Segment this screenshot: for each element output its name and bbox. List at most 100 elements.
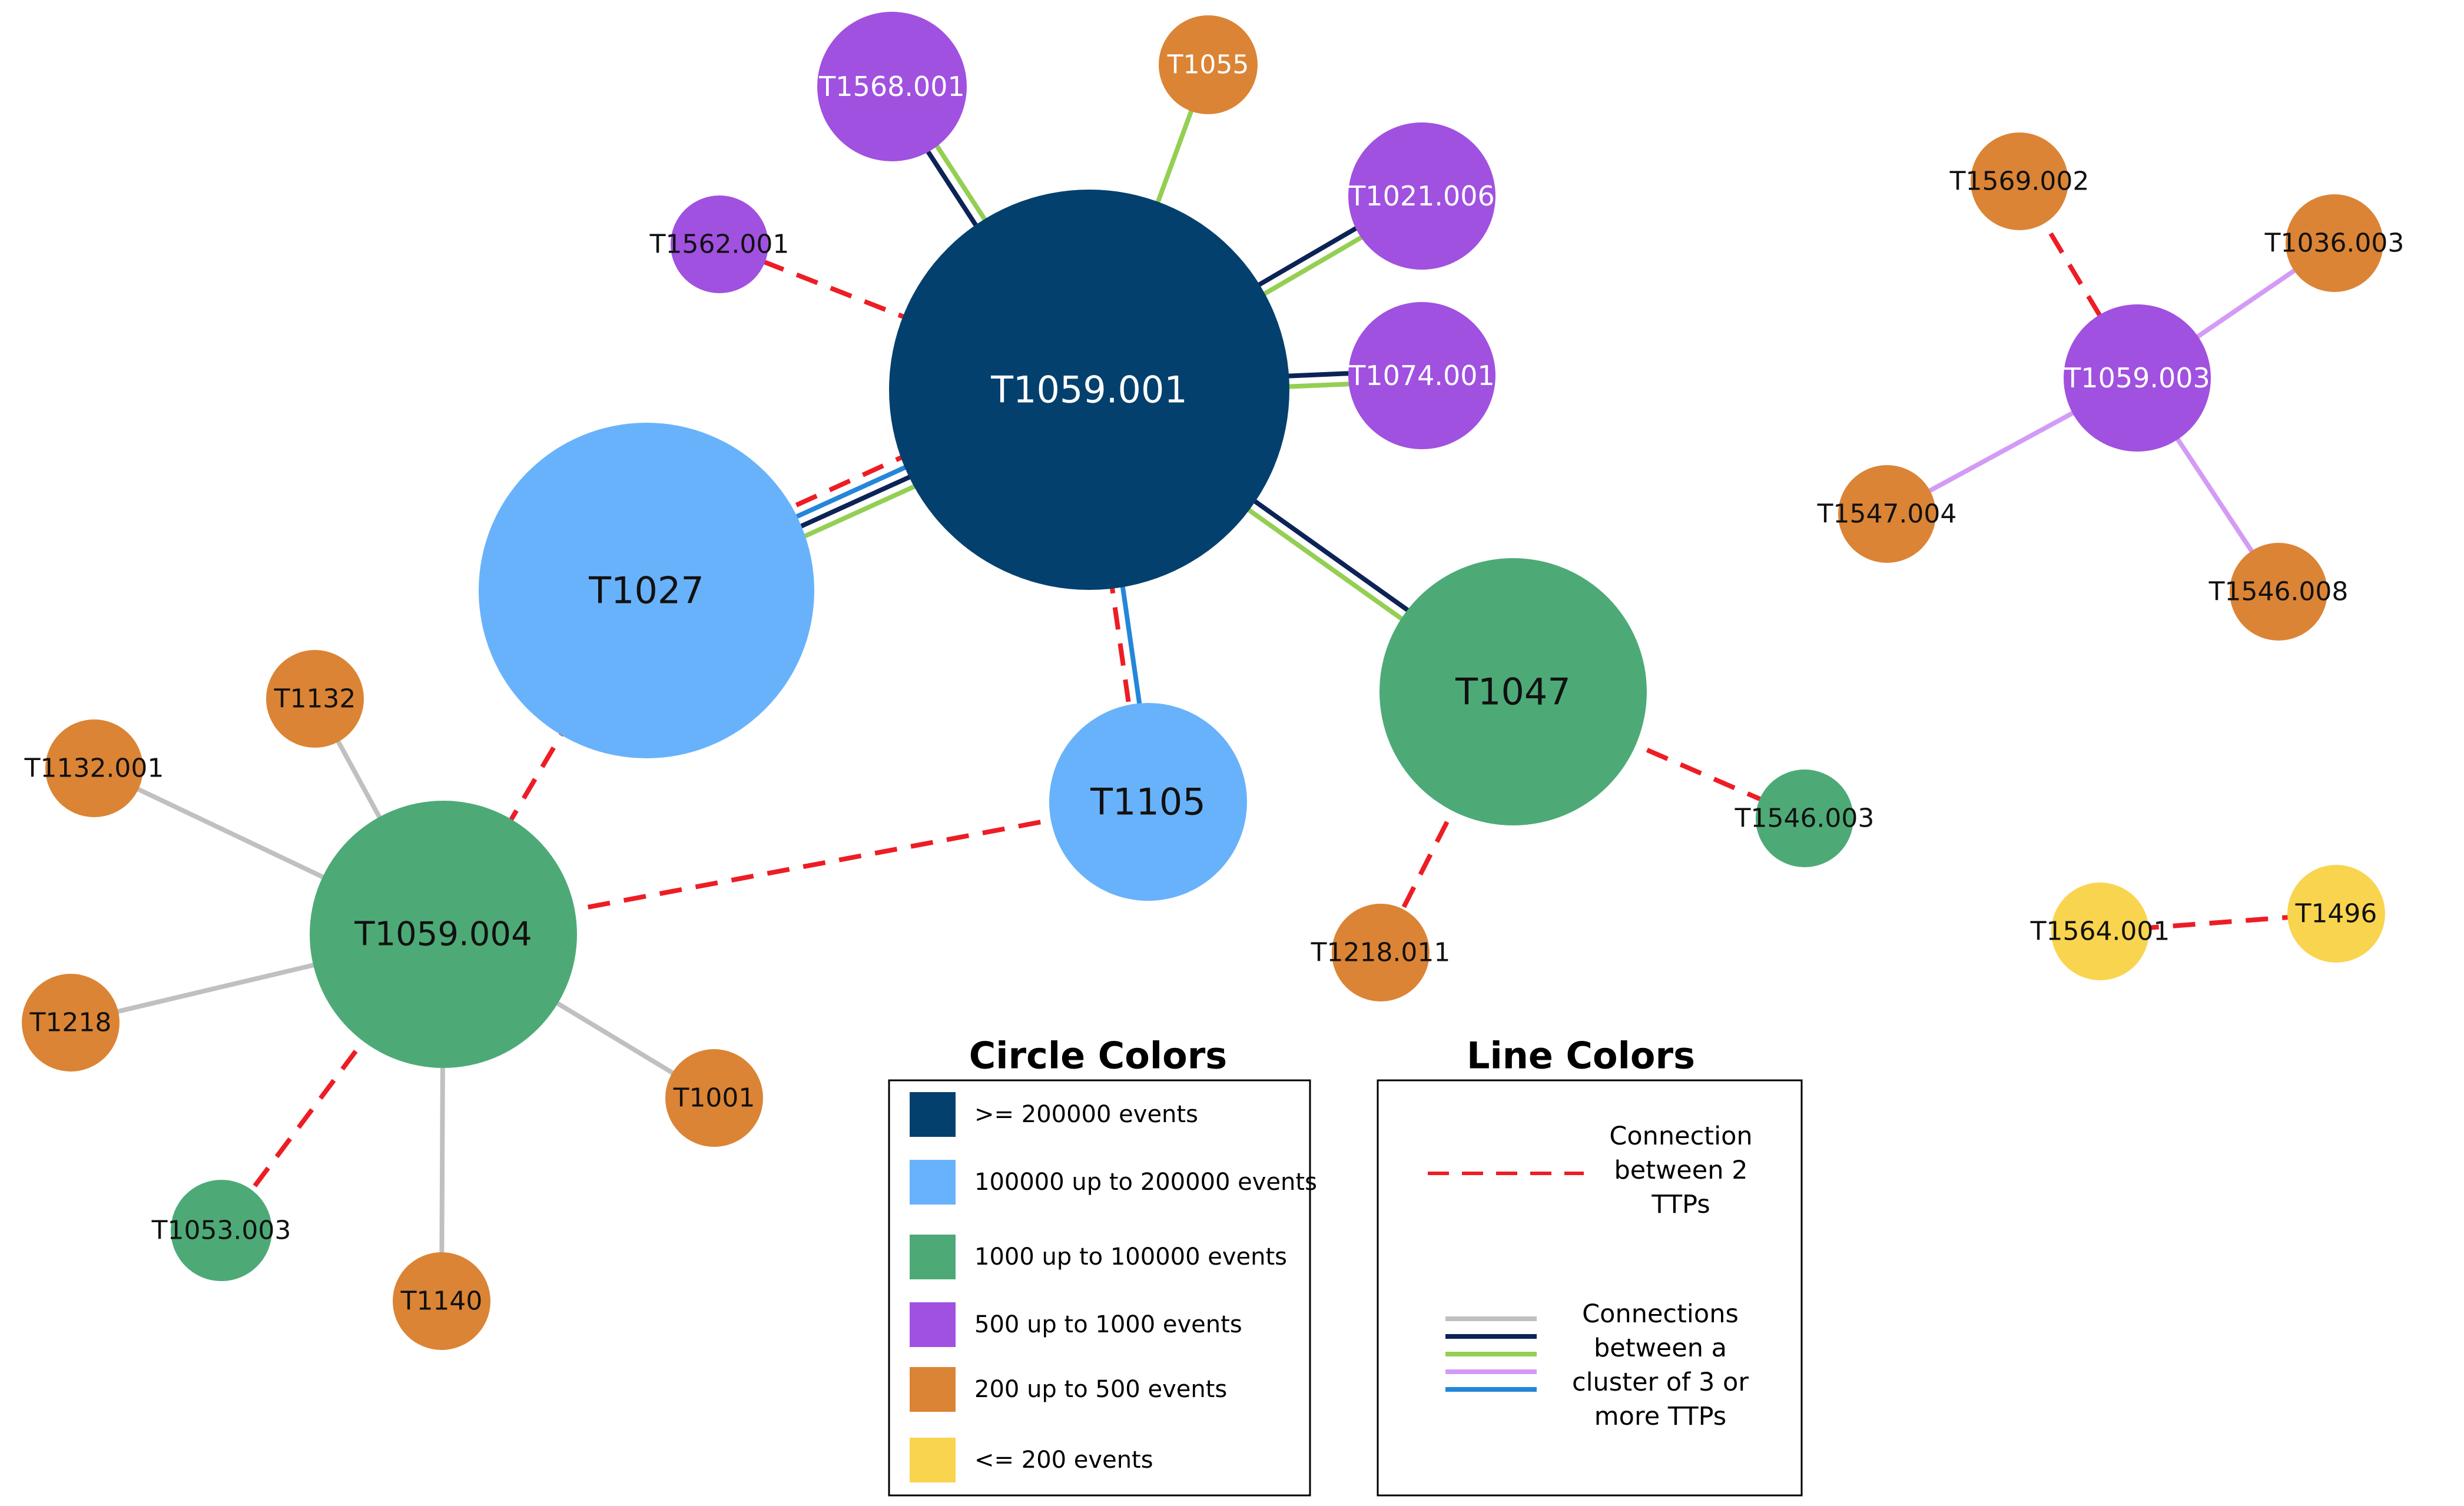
node-circle-T1001	[665, 1049, 763, 1147]
node-label-T1047: T1047	[1455, 671, 1571, 714]
node-label-T1569.002: T1569.002	[1949, 167, 2090, 197]
node-circle-T1059.003	[2064, 304, 2211, 452]
node-circle-T1047	[1379, 558, 1647, 825]
node-label-T1562.001: T1562.001	[649, 230, 790, 260]
node-label-T1105: T1105	[1090, 781, 1206, 824]
node-circle-T1059.004	[310, 801, 577, 1068]
circle-legend-swatch-1	[910, 1160, 956, 1205]
node-T1001: T1001	[665, 1049, 763, 1147]
node-circle-T1059.001	[889, 190, 1289, 590]
node-circle-T1105	[1049, 703, 1247, 901]
node-circle-T1027	[479, 423, 814, 758]
circle-legend-label-5: <= 200 events	[974, 1447, 1153, 1474]
node-label-T1053.003: T1053.003	[151, 1216, 291, 1246]
node-label-T1021.006: T1021.006	[1348, 180, 1495, 212]
circle-legend-label-2: 1000 up to 100000 events	[974, 1243, 1287, 1271]
node-circle-T1074.001	[1348, 302, 1495, 449]
node-T1021.006: T1021.006	[1348, 122, 1495, 270]
node-T1140: T1140	[393, 1252, 490, 1350]
pair-connection-line-2: between 2	[1614, 1156, 1748, 1185]
node-label-T1140: T1140	[400, 1286, 483, 1316]
node-circle-T1053.003	[171, 1180, 272, 1281]
line-colors-legend: Line Colors Connection between 2 TTPs Co…	[1377, 1034, 1803, 1497]
cluster-connection-line-3: cluster of 3 or	[1572, 1368, 1749, 1397]
node-T1564.001: T1564.001	[2030, 883, 2170, 980]
line-legend-title: Line Colors	[1467, 1034, 1695, 1077]
node-label-T1218: T1218	[29, 1008, 112, 1038]
pair-connection-line-1: Connection	[1609, 1122, 1752, 1151]
node-label-T1059.003: T1059.003	[2064, 362, 2210, 394]
node-T1132: T1132	[266, 650, 364, 748]
node-T1059.001: T1059.001	[889, 190, 1289, 590]
node-circle-T1132	[266, 650, 364, 748]
circle-legend-swatch-0	[910, 1092, 956, 1137]
node-circle-T1562.001	[671, 195, 768, 293]
node-T1059.003: T1059.003	[2064, 304, 2211, 452]
node-circle-T1218.011	[1332, 904, 1430, 1001]
circle-legend-label-4: 200 up to 500 events	[974, 1376, 1227, 1403]
node-T1546.008: T1546.008	[2208, 543, 2349, 641]
edge-pair-T1059.004-T1053.003	[219, 933, 446, 1232]
node-T1496: T1496	[2287, 865, 2385, 963]
circle-legend-box	[888, 1079, 1311, 1497]
node-label-T1059.004: T1059.004	[354, 915, 532, 954]
pair-connection-line-3: TTPs	[1651, 1190, 1710, 1219]
node-label-T1132: T1132	[274, 684, 356, 714]
node-circle-T1140	[393, 1252, 490, 1350]
node-label-T1074.001: T1074.001	[1348, 360, 1495, 392]
node-circle-T1021.006	[1348, 122, 1495, 270]
node-circle-T1546.003	[1756, 769, 1853, 867]
node-circle-T1569.002	[1971, 132, 2068, 230]
circle-legend-label-1: 100000 up to 200000 events	[974, 1169, 1317, 1196]
node-circle-T1546.008	[2230, 543, 2327, 641]
node-T1105: T1105	[1049, 703, 1247, 901]
node-label-T1546.003: T1546.003	[1735, 804, 1875, 834]
node-T1547.004: T1547.004	[1817, 465, 1957, 563]
node-label-T1218.011: T1218.011	[1311, 938, 1451, 968]
node-label-T1496: T1496	[2295, 899, 2377, 929]
circle-legend-label-3: 500 up to 1000 events	[974, 1311, 1242, 1338]
circle-legend-swatch-4	[910, 1367, 956, 1412]
node-T1562.001: T1562.001	[649, 195, 790, 293]
circle-legend-swatch-5	[910, 1438, 956, 1482]
line-legend-box	[1377, 1079, 1803, 1497]
node-T1568.001: T1568.001	[817, 12, 967, 161]
node-label-T1546.008: T1546.008	[2208, 577, 2349, 607]
node-T1047: T1047	[1379, 558, 1647, 825]
node-label-T1059.001: T1059.001	[990, 369, 1188, 412]
cluster-connection-line-2: between a	[1594, 1333, 1727, 1363]
node-circle-T1036.003	[2286, 194, 2383, 292]
node-circle-T1547.004	[1838, 465, 1936, 563]
node-label-T1055: T1055	[1167, 50, 1249, 80]
node-label-T1564.001: T1564.001	[2030, 917, 2170, 947]
node-label-T1132.001: T1132.001	[24, 754, 164, 784]
node-T1036.003: T1036.003	[2264, 194, 2405, 292]
node-circle-T1568.001	[817, 12, 967, 161]
node-T1218: T1218	[22, 974, 120, 1072]
node-T1569.002: T1569.002	[1949, 132, 2090, 230]
node-label-T1027: T1027	[588, 569, 704, 612]
node-circle-T1055	[1159, 15, 1258, 114]
node-label-T1568.001: T1568.001	[818, 71, 965, 102]
circle-colors-legend: Circle Colors >= 200000 events 100000 up …	[888, 1034, 1317, 1497]
node-T1218.011: T1218.011	[1311, 904, 1451, 1001]
node-T1132.001: T1132.001	[24, 719, 164, 817]
node-label-T1036.003: T1036.003	[2264, 228, 2405, 258]
node-label-T1547.004: T1547.004	[1817, 499, 1957, 529]
circle-legend-label-0: >= 200000 events	[974, 1101, 1198, 1128]
node-T1027: T1027	[479, 423, 814, 758]
circle-legend-title: Circle Colors	[969, 1034, 1227, 1077]
node-T1055: T1055	[1159, 15, 1258, 114]
node-circle-T1218	[22, 974, 120, 1072]
node-label-T1001: T1001	[673, 1083, 755, 1113]
node-T1074.001: T1074.001	[1348, 302, 1495, 449]
cluster-connection-line-4: more TTPs	[1594, 1402, 1726, 1431]
cluster-connection-swatches	[1445, 1316, 1537, 1392]
node-T1059.004: T1059.004	[310, 801, 577, 1068]
cluster-connection-line-1: Connections	[1582, 1299, 1739, 1329]
node-circle-T1132.001	[45, 719, 143, 817]
node-circle-T1564.001	[2051, 883, 2149, 980]
node-circle-T1496	[2287, 865, 2385, 963]
